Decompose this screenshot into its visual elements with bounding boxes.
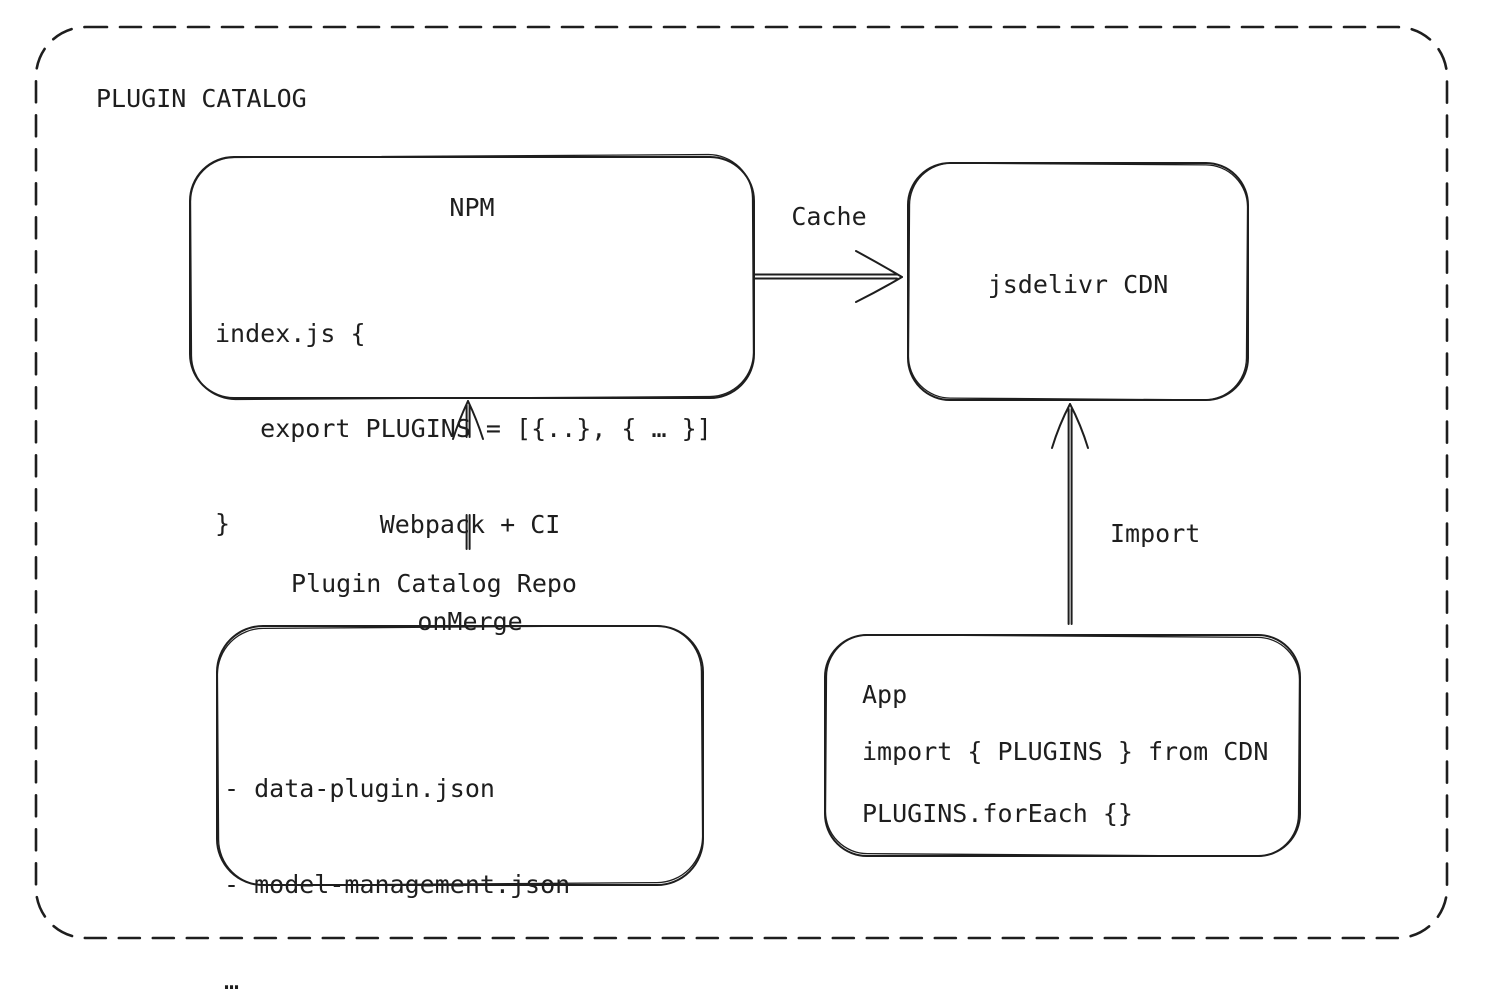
build-arrow-label: Webpack + CI onMerge xyxy=(330,444,610,702)
npm-box-title: NPM xyxy=(449,193,495,222)
repo-box-title: Plugin Catalog Repo xyxy=(291,569,577,598)
catalog-boundary xyxy=(34,25,1449,940)
app-code-line: import { PLUGINS } from CDN xyxy=(862,737,1269,766)
app-box xyxy=(824,633,1301,858)
build-arrow-label-line1: Webpack + CI xyxy=(379,510,561,539)
repo-file-item: - model-management.json xyxy=(224,870,571,899)
build-arrow-label-line2: onMerge xyxy=(417,607,523,636)
cache-arrow xyxy=(753,250,903,303)
cdn-box xyxy=(907,162,1249,401)
import-arrow xyxy=(1051,403,1089,625)
npm-code-line: } xyxy=(215,509,231,538)
diagram-title: PLUGIN CATALOG xyxy=(96,84,307,113)
npm-code-block: index.js { export PLUGINS = [{..}, { … }… xyxy=(215,254,712,603)
app-code-line: PLUGINS.forEach {} xyxy=(862,799,1133,828)
cache-arrow-label: Cache xyxy=(791,202,867,231)
repo-box xyxy=(216,624,704,887)
npm-code-line: export PLUGINS = [{..}, { … }] xyxy=(215,414,712,443)
webpack-arrow xyxy=(452,400,484,550)
repo-file-item: … xyxy=(224,966,240,995)
repo-file-item: - data-plugin.json xyxy=(224,774,495,803)
app-box-title: App xyxy=(862,680,908,709)
cdn-box-label: jsdelivr CDN xyxy=(987,270,1169,299)
npm-code-line: index.js { xyxy=(215,319,366,348)
repo-file-list: - data-plugin.json - model-management.js… xyxy=(224,709,570,1002)
import-arrow-label: Import xyxy=(1110,519,1201,548)
